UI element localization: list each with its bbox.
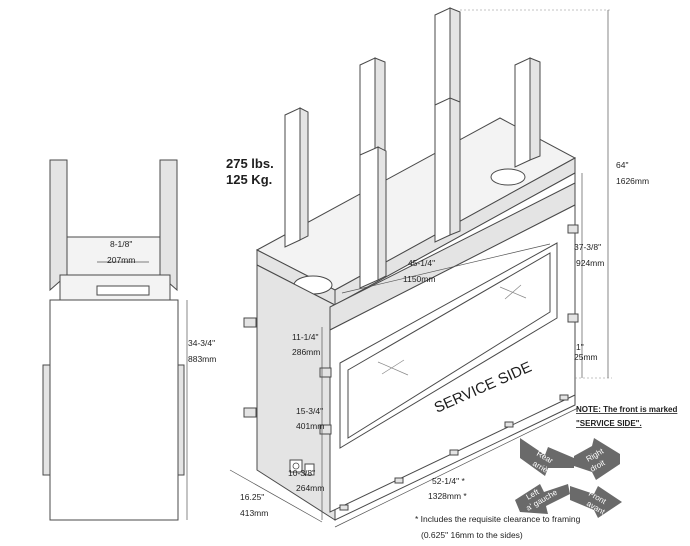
standoff-6-side [449,97,461,236]
upper-height-mm: 286mm [292,347,320,357]
gas-connection-icon [292,462,300,470]
standoff-4-side [529,57,541,161]
compass-arrow-right [574,438,620,480]
glass-glare-2a [499,286,527,299]
note-clearance-1: * Includes the requisite clearance to fr… [415,514,581,524]
side-view-left-flange [42,364,51,476]
side-view-right-flange [177,364,185,476]
foot-1 [339,504,349,511]
mid-height-in: 15-3/4" [296,406,323,416]
side-view-height-mm: 883mm [188,354,216,364]
top-width-in: 45-1/4" [408,258,435,268]
gas-connection-box [289,459,303,473]
base-in: 1" [576,342,584,352]
standoff-1-side [299,107,309,241]
mid-height-mm: 401mm [296,421,324,431]
base-mm: 25mm [574,352,598,362]
total-width-dim-line [334,407,579,528]
flange-front-1 [319,367,332,378]
side-view-width-mm: 207mm [107,255,135,265]
main-view-dimensions: 45-1/4" 1150mm 11-1/4" 286mm 15-3/4" 401… [229,9,649,528]
glass-glare-1b [381,359,405,375]
side-view: 8-1/8" 207mm 34-3/4" 883mm [42,159,216,521]
total-width-mm: 1328mm * [428,491,467,501]
flange-right-1 [567,224,579,234]
low-height-mm: 264mm [296,483,324,493]
depth-dim-line [229,469,323,523]
foot-5 [559,394,569,401]
flange-left-2 [243,407,257,418]
compass-arrow-front [570,486,622,518]
electrical-box [304,463,315,476]
side-view-height-in: 34-3/4" [188,338,215,348]
total-height-mm: 1626mm [616,176,649,186]
box-left-side [256,264,336,521]
standoff-4 [514,57,531,168]
top-width-mm: 1150mm [403,274,435,284]
weight-kg: 125 Kg. [226,172,272,187]
right-height-mm: 924mm [576,258,604,268]
side-view-right-stud [159,159,178,292]
standoff-5 [359,146,379,289]
glass-glare-1a [377,361,409,376]
top-width-dim-line [341,243,551,294]
weight-lbs: 275 lbs. [226,156,274,171]
foot-3 [449,449,459,456]
glass-glare-2b [504,284,522,300]
glass-inner [347,252,551,439]
side-view-vent [96,285,150,296]
side-view-left-stud [49,159,68,292]
main-view: SERVICE SIDE [243,117,579,521]
flange-left-1 [243,317,257,328]
standoff-studs [284,7,541,289]
side-view-body [49,299,179,521]
low-height-in: 10-3/8" [288,468,315,478]
flange-front-2 [319,424,332,435]
compass-arrow-rear [520,438,574,476]
note-front-marked-1: NOTE: The front is marked [576,405,677,414]
flange-right-2 [567,313,579,323]
foot-2 [394,477,404,484]
note-clearance-2: (0.625" 16mm to the sides) [421,530,523,540]
total-height-in: 64" [616,160,628,170]
standoff-6 [434,97,451,243]
side-view-width-in: 8-1/8" [110,239,132,249]
depth-in: 16.25" [240,492,264,502]
vent-collar-right [490,168,526,186]
upper-height-in: 11-1/4" [292,332,319,342]
note-front-marked-2: "SERVICE SIDE". [576,419,642,428]
compass-arrow-left [515,484,570,514]
total-width-in: 52-1/4" * [432,476,465,486]
right-height-in: 37-3/8" [574,242,601,252]
standoff-1 [284,107,301,248]
standoff-5-side [377,146,387,281]
depth-mm: 413mm [240,508,268,518]
orientation-compass: Rear arriè're Right droit Left a' gauche… [515,438,622,518]
foot-4 [504,421,514,428]
